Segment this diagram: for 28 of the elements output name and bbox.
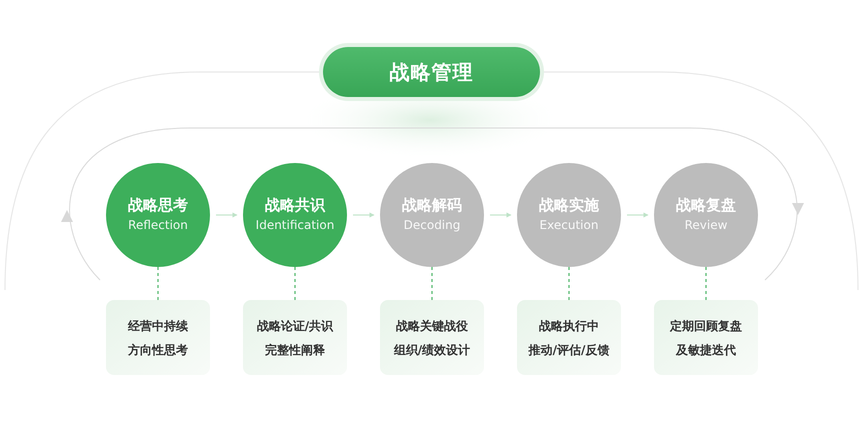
title-text: 战略管理 — [390, 59, 474, 86]
stage-title: 战略解码 — [402, 195, 462, 215]
stage-title: 战略复盘 — [676, 195, 736, 215]
stage-title: 战略思考 — [128, 195, 188, 215]
stage-title: 战略共识 — [265, 195, 325, 215]
stage-subtitle: Reflection — [128, 217, 188, 234]
stage-subtitle: Identification — [256, 217, 334, 234]
description-text: 战略论证/共识完整性阐释 — [256, 318, 334, 358]
stage-subtitle: Decoding — [404, 217, 460, 234]
description-card — [654, 300, 758, 375]
stage-title: 战略实施 — [539, 195, 599, 215]
description-text: 定期回顾复盘及敏捷迭代 — [670, 318, 742, 358]
dashed-connector — [294, 266, 296, 300]
description-text: 经营中持续方向性思考 — [128, 318, 188, 358]
arrow — [626, 212, 648, 218]
description-card — [517, 300, 621, 375]
description-text: 战略执行中推动/评估/反馈 — [528, 318, 610, 358]
description-text: 战略关键战役组织/绩效设计 — [394, 318, 470, 358]
arrow — [352, 212, 374, 218]
stage-subtitle: Execution — [540, 217, 598, 234]
arrow — [216, 212, 238, 218]
stage-subtitle: Review — [684, 217, 728, 234]
title-pill — [323, 47, 540, 97]
dashed-connector — [568, 266, 570, 300]
description-card — [243, 300, 347, 375]
description-card — [106, 300, 210, 375]
description-card — [380, 300, 484, 375]
arrow — [490, 212, 512, 218]
